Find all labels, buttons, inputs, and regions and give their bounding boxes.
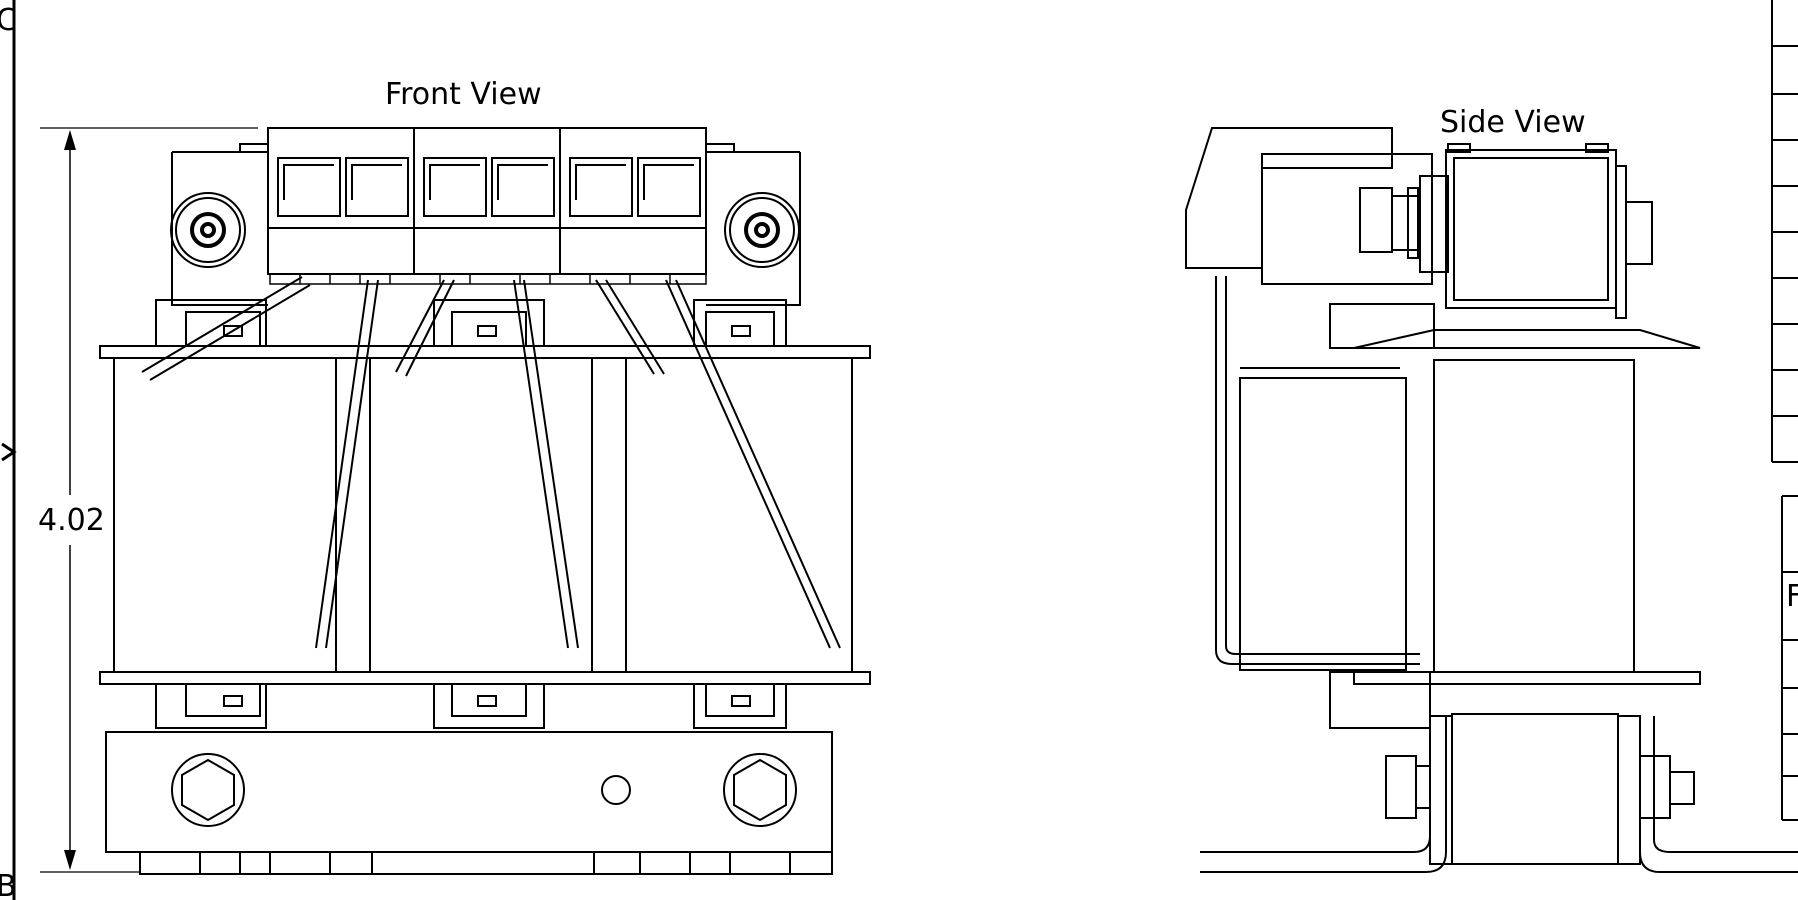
terminal-mount-bolt-right (725, 193, 799, 267)
front-view-title: Front View (385, 77, 542, 112)
base-hole (602, 776, 630, 804)
title-block-char: F (1786, 579, 1798, 614)
terminal-mount-bolt-left (171, 193, 245, 267)
zone-letter-top: C (0, 3, 17, 38)
side-view (1186, 128, 1798, 872)
title-block (1772, 0, 1798, 820)
height-dimension-value: 4.02 (38, 503, 105, 538)
side-view-title: Side View (1440, 105, 1586, 140)
front-view (100, 128, 870, 874)
base-bolt-left (172, 754, 244, 826)
sheet-border (2, 0, 14, 900)
lead-wires (142, 277, 840, 648)
base-bolt-right (724, 754, 796, 826)
zone-letter-bottom: B (0, 869, 17, 900)
height-dimension (40, 128, 258, 872)
terminal-slots (278, 158, 700, 216)
